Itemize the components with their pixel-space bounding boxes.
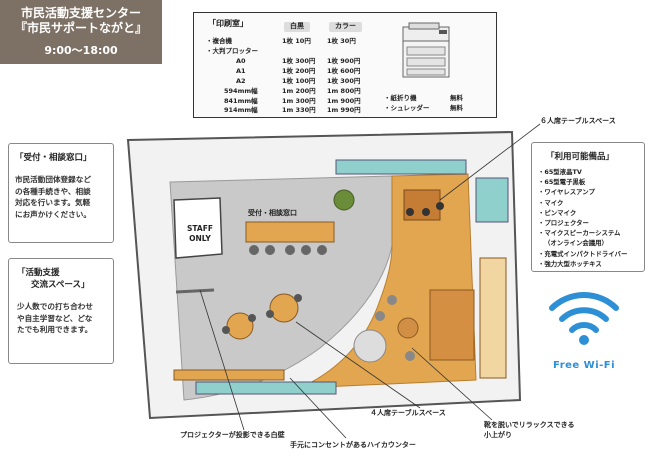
equipment-list: ・65型液晶TV ・65型電子黒板 ・ワイヤレスアンプ ・マイク ・ピンマイク … <box>538 167 627 269</box>
callout-six-table: ６人席テーブルスペース <box>540 117 616 125</box>
free-item-label: ・シュレッダー <box>384 104 430 112</box>
round-table <box>226 312 254 340</box>
reception-counter <box>245 221 335 243</box>
tatami-area <box>429 289 475 361</box>
reception-info-body: 市民活動団体登録など の各種手続きや、相談 対応を行います。気軽 にお声かけくだ… <box>15 174 91 220</box>
four-seat-table <box>353 329 387 363</box>
plant <box>333 189 355 211</box>
print-row-color: 1m 990円 <box>327 106 361 114</box>
equipment-item: ・強力大型ホッチキス <box>538 259 602 268</box>
reception-info-title: 「受付・相談窓口」 <box>15 153 92 163</box>
equipment-item: ・65型電子黒板 <box>538 178 586 187</box>
print-row-color: 1m 800円 <box>327 87 361 95</box>
equipment-item: ・充電式インパクトドライバー <box>538 249 628 258</box>
print-col-bw: 白黒 <box>284 22 310 32</box>
title-line: 交流スペース」 <box>31 280 90 290</box>
staff-only-label: STAFF ONLY <box>180 224 220 244</box>
print-row-color: 1枚 30円 <box>327 37 356 45</box>
exchange-space-body: 少人数での打ち合わせ や自主学習など、どな たでも利用できます。 <box>17 301 93 336</box>
equipment-item: ・プロジェクター <box>538 219 589 228</box>
stool <box>317 245 327 255</box>
print-row-color: 1枚 300円 <box>327 77 361 85</box>
equipment-item: ・マイク <box>538 198 564 207</box>
free-item-label: ・紙折り機 <box>384 94 417 102</box>
callout-tatami: 靴を脱いでリラックスできる 小上がり <box>484 420 574 440</box>
page-title: 市民活動支援センター <box>20 6 141 20</box>
print-row-label: 594mm幅 <box>224 87 258 95</box>
print-room-title: 「印刷室」 <box>208 19 248 28</box>
text-line: にお声かけください。 <box>15 209 91 219</box>
equipment-item: ・ワイヤレスアンプ <box>538 188 595 197</box>
window-top <box>335 159 467 175</box>
text-line: ONLY <box>189 234 211 243</box>
print-row-bw: 1枚 100円 <box>282 77 316 85</box>
equipment-item: ・マイクスピーカーシステム <box>538 229 621 238</box>
staff-room <box>173 197 223 259</box>
wifi-label: Free Wi-Fi <box>553 360 616 371</box>
equipment-item: ・65型液晶TV <box>538 168 582 176</box>
window-right <box>475 177 509 223</box>
print-row-color: 1枚 600円 <box>327 67 361 75</box>
equipment-item: （オンライン会議用） <box>544 239 608 248</box>
text-line: 少人数での打ち合わせ <box>17 302 93 311</box>
print-row-label: A0 <box>236 57 246 65</box>
text-line: 靴を脱いでリラックスできる <box>484 421 575 429</box>
print-row-color: 1枚 900円 <box>327 57 361 65</box>
text-line: や自主学習など、どな <box>17 313 93 323</box>
text-line: の各種手続きや、相談 <box>15 186 91 196</box>
callout-projector-wall: プロジェクターが投影できる白壁 <box>180 431 285 439</box>
print-row-label: ・大判プロッター <box>206 47 258 55</box>
stool <box>301 245 311 255</box>
free-item-price: 無料 <box>450 104 463 112</box>
reception-floor-label: 受付・相談窓口 <box>248 209 297 217</box>
reception-info-box: 「受付・相談窓口」 市民活動団体登録など の各種手続きや、相談 対応を行います。… <box>8 143 114 243</box>
print-row-bw: 1m 200円 <box>282 87 316 95</box>
print-row-color: 1m 900円 <box>327 97 361 105</box>
print-row-bw: 1枚 10円 <box>282 37 311 45</box>
wifi-icon <box>549 292 619 345</box>
title-block: 市民活動支援センター 『市民サポートながと』 9:00〜18:00 <box>0 0 162 64</box>
text-line: 市民活動団体登録など <box>15 175 91 184</box>
callout-outlet-counter: 手元にコンセントがあるハイカウンター <box>290 441 416 449</box>
stool <box>249 245 259 255</box>
title-line: 「活動支援 <box>17 268 60 278</box>
exchange-space-box: 「活動支援 交流スペース」 少人数での打ち合わせ や自主学習など、どな たでも利… <box>8 258 114 364</box>
page-subtitle: 『市民サポートながと』 <box>14 21 147 35</box>
text-line: たでも利用できます。 <box>17 325 93 334</box>
print-row-bw: 1m 330円 <box>282 106 316 114</box>
equipment-item: ・ピンマイク <box>538 208 577 217</box>
print-row-label: 841mm幅 <box>224 97 258 105</box>
copier-icon <box>402 22 450 78</box>
equipment-title: 「利用可能備品」 <box>546 152 615 162</box>
print-row-bw: 1m 300円 <box>282 97 316 105</box>
window-bottom <box>195 381 337 395</box>
round-table <box>269 293 299 323</box>
print-row-label: ・複合機 <box>206 37 232 45</box>
stool <box>265 245 275 255</box>
text-line: 対応を行います。気軽 <box>15 198 91 207</box>
bookshelf <box>479 257 507 379</box>
print-row-bw: 1枚 200円 <box>282 67 316 75</box>
equipment-box: 「利用可能備品」 ・65型液晶TV ・65型電子黒板 ・ワイヤレスアンプ ・マイ… <box>531 142 645 272</box>
print-row-label: A1 <box>236 67 246 75</box>
stool <box>285 245 295 255</box>
text-line: STAFF <box>187 224 213 233</box>
opening-hours: 9:00〜18:00 <box>44 44 118 57</box>
print-row-bw: 1枚 300円 <box>282 57 316 65</box>
high-counter <box>173 369 285 381</box>
callout-four-table: ４人席テーブルスペース <box>370 409 446 417</box>
print-col-color: カラー <box>329 22 362 32</box>
white-wall <box>175 288 215 294</box>
free-item-price: 無料 <box>450 94 463 102</box>
text-line: 小上がり <box>484 431 512 439</box>
print-row-label: A2 <box>236 77 246 85</box>
exchange-space-title: 「活動支援 交流スペース」 <box>17 267 89 291</box>
print-row-label: 914mm幅 <box>224 106 258 114</box>
print-room-sign: 「印刷室」 白黒 カラー ・複合機 1枚 10円 1枚 30円 ・大判プロッター… <box>193 12 497 118</box>
